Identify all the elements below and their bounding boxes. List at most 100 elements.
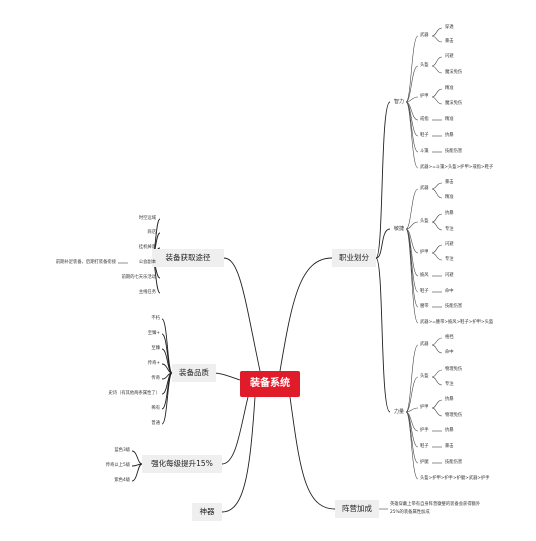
class-group-1-slot-0-attr-1[interactable]: 精准 (445, 194, 454, 200)
class-group-2-slot-1-attr-link-1 (431, 376, 443, 386)
quality-item-6[interactable]: 稀有 (151, 405, 160, 411)
class-group-2-slot-5[interactable]: 护腿 (420, 459, 429, 465)
acquire-item-0[interactable]: 时空远域 (138, 215, 156, 221)
class-group-2-slot-4-attr-0[interactable]: 暴击 (445, 443, 454, 449)
class-group-2-slot-4[interactable]: 鞋子 (420, 443, 429, 449)
edge-camp (289, 396, 336, 510)
class-group-1-slot-2-attr-link-0 (431, 244, 443, 254)
class-group-2-slot-0[interactable]: 武器 (420, 341, 429, 347)
acquire-item-5[interactable]: 前期的七天乐活动 (121, 274, 156, 280)
acquire-item-4[interactable]: 公会副本 (138, 259, 156, 265)
acquire-item-1[interactable]: 商店 (147, 229, 156, 235)
branch-class[interactable]: 职业划分 (332, 249, 376, 267)
class-group-0-slot-2-attr-0[interactable]: 精准 (445, 85, 454, 91)
camp-note-line1[interactable]: 英雄穿戴上带有自身阵营徽璧的装备会获得额外 (390, 501, 481, 507)
quality-item-7[interactable]: 普通 (151, 420, 160, 426)
class-group-2-slot-1-attr-link-0 (431, 369, 443, 378)
acquire-item-2[interactable]: 挂机掉落 (138, 244, 156, 250)
class-group-0-slot-2-attr-1[interactable]: 魔法免伤 (445, 100, 463, 106)
class-group-0-slot-1-attr-0[interactable]: 闪避 (445, 53, 454, 59)
class-group-1-slot-1-attr-1[interactable]: 专注 (445, 226, 454, 232)
branch-acquire[interactable]: 装备获取途径 (152, 249, 224, 267)
class-group-1-slot-1-attr-0[interactable]: 抗暴 (445, 210, 454, 216)
class-group-0-slot-link-5 (405, 101, 419, 153)
branch-quality[interactable]: 装备品质 (172, 364, 216, 382)
class-group-2-slot-1-attr-1[interactable]: 专注 (445, 381, 454, 387)
quality-link-7 (161, 372, 173, 425)
camp-note-line2[interactable]: 25%的装备属性加成 (390, 509, 430, 515)
center-node[interactable]: 装备系统 (240, 371, 300, 397)
class-group-2-slot-2-attr-link-0 (431, 399, 443, 409)
class-group-2[interactable]: 力量 (394, 408, 405, 415)
class-group-1-slot-3-attr-0[interactable]: 闪避 (445, 272, 454, 278)
class-group-1[interactable]: 敏捷 (394, 225, 405, 232)
quality-item-0[interactable]: 不朽 (151, 315, 160, 321)
class-group-2-slot-link-6 (405, 411, 419, 480)
class-group-0-slot-3[interactable]: 戒指 (420, 116, 429, 122)
class-group-0-slot-link-2 (405, 96, 419, 103)
class-group-0-slot-0[interactable]: 武器 (420, 32, 429, 38)
class-group-0-slot-4-attr-0[interactable]: 抗暴 (445, 132, 454, 138)
class-group-2-slot-2-attr-0[interactable]: 抗暴 (445, 396, 454, 402)
class-group-1-slot-5[interactable]: 腰带 (420, 303, 429, 309)
class-group-0-slot-0-attr-0[interactable]: 穿透 (445, 24, 454, 30)
class-group-0-slot-3-attr-0[interactable]: 精准 (445, 116, 454, 122)
class-group-2-slot-0-attr-1[interactable]: 命中 (445, 349, 454, 355)
branch-upgrade[interactable]: 强化每级提升15% (142, 455, 222, 473)
class-group-0-slot-link-1 (405, 65, 419, 103)
class-group-0-slot-2[interactable]: 护甲 (420, 93, 429, 99)
class-group-1-slot-2[interactable]: 护甲 (420, 249, 429, 255)
class-group-1-slot-0[interactable]: 武器 (420, 185, 429, 191)
class-group-1-slot-3[interactable]: 披风 (420, 272, 429, 278)
class-group-1-slot-link-0 (405, 188, 419, 230)
class-group-2-slot-3-attr-0[interactable]: 抗暴 (445, 427, 454, 433)
class-group-2-slot-0-attr-0[interactable]: 格挡 (445, 334, 454, 340)
class-group-2-slot-1[interactable]: 头盔 (420, 373, 429, 379)
class-group-0-slot-1[interactable]: 头盔 (420, 62, 429, 68)
class-group-2-priority[interactable]: 头盔>护甲>护手>护腿>武器>护手 (420, 475, 490, 481)
class-group-1-slot-5-attr-0[interactable]: 技能伤害 (445, 303, 463, 309)
quality-item-4[interactable]: 传奇 (151, 375, 160, 381)
class-group-0-slot-5-attr-0[interactable]: 技能伤害 (445, 148, 463, 154)
class-group-0-slot-4[interactable]: 鞋子 (420, 132, 429, 138)
quality-item-5[interactable]: 史诗（有其他两条属性了） (108, 390, 160, 396)
class-group-0-slot-5[interactable]: 斗篷 (420, 148, 429, 154)
edge-artifact (221, 396, 256, 513)
upgrade-link-2 (131, 463, 143, 482)
branch-artifact[interactable]: 神器 (192, 503, 222, 521)
class-group-2-slot-link-5 (405, 411, 419, 464)
upgrade-item-0[interactable]: 蓝色3级 (114, 447, 130, 453)
class-group-1-slot-4-attr-0[interactable]: 命中 (445, 288, 454, 294)
class-group-1-slot-0-attr-0[interactable]: 暴击 (445, 179, 454, 185)
acquire-item-6[interactable]: 主线任务 (138, 289, 156, 295)
class-group-1-slot-2-attr-link-1 (431, 252, 443, 261)
class-group-0-slot-1-attr-1[interactable]: 魔法免伤 (445, 69, 463, 75)
class-group-2-slot-2-attr-1[interactable]: 物理免伤 (445, 412, 463, 418)
acquire-item-note[interactable]: 前期补足装备，后期打装备衔接 (55, 259, 116, 265)
class-group-1-slot-link-6 (405, 228, 419, 324)
class-group-1-priority[interactable]: 武器>=腰带>披风>鞋子>护甲>头盔 (420, 319, 494, 325)
class-group-2-slot-3[interactable]: 护手 (420, 427, 429, 433)
class-group-1-slot-4[interactable]: 鞋子 (420, 288, 429, 294)
class-group-2-slot-5-attr-0[interactable]: 技能伤害 (445, 459, 463, 465)
class-group-0-slot-2-attr-link-1 (431, 96, 443, 105)
upgrade-item-2[interactable]: 紫色4级 (114, 477, 130, 483)
class-group-0-slot-1-attr-link-1 (431, 65, 443, 74)
class-group-2-slot-2[interactable]: 护甲 (420, 404, 429, 410)
class-group-1-slot-2-attr-1[interactable]: 专注 (445, 256, 454, 262)
edge-quality (212, 372, 241, 381)
quality-item-2[interactable]: 至臻 (151, 345, 160, 351)
upgrade-item-1[interactable]: 传奇以上5级 (105, 462, 130, 468)
class-group-1-slot-1[interactable]: 头盔 (420, 218, 429, 224)
class-group-2-slot-2-attr-link-1 (431, 407, 443, 417)
class-group-0-slot-0-attr-1[interactable]: 暴击 (445, 38, 454, 44)
quality-item-3[interactable]: 传奇+ (147, 360, 160, 366)
edge-upgrade (221, 396, 249, 465)
quality-item-1[interactable]: 至臻+ (147, 330, 160, 336)
class-group-2-slot-0-attr-link-1 (431, 344, 443, 354)
branch-camp[interactable]: 阵营加成 (335, 500, 379, 518)
class-group-1-slot-2-attr-0[interactable]: 闪避 (445, 241, 454, 247)
class-group-0-priority[interactable]: 武器>=斗篷>头盔>护甲>戒指>鞋子 (420, 164, 494, 170)
class-group-2-slot-1-attr-0[interactable]: 物理免伤 (445, 366, 463, 372)
class-group-0[interactable]: 智力 (394, 98, 405, 105)
